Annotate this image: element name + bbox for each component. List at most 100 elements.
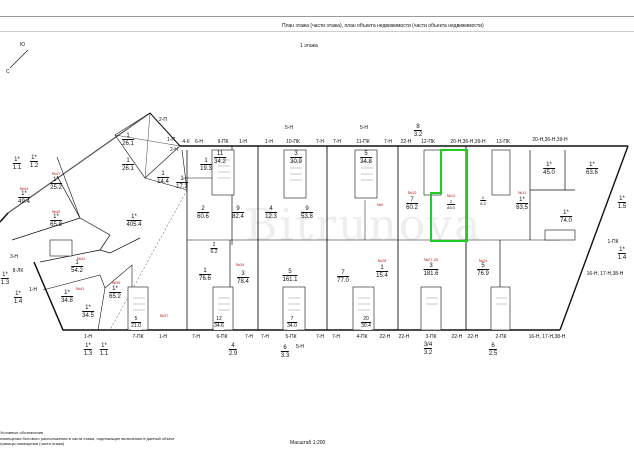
wall-label: 10-ПК: [286, 139, 300, 145]
wall-label: 6-ПК: [216, 334, 228, 340]
room-label: 1*74.0: [560, 210, 572, 225]
wall-label: 22-Н: [398, 334, 410, 340]
room-label: 1*49.4: [18, 191, 30, 206]
header-rule: [0, 16, 634, 17]
wall-label: 22-Н: [467, 334, 479, 340]
legend-title: Условные обозначения: [0, 430, 44, 435]
wall-label: 5-Н: [295, 344, 305, 350]
room-tag: №39: [111, 280, 121, 285]
sheet-title: План этажа (части этажа), план объекта н…: [282, 23, 484, 29]
floor-label: 1 этажа: [300, 43, 318, 49]
wall-label: 7-Н: [315, 334, 325, 340]
wall-label: 1-ПК: [607, 239, 619, 245]
wall-label: 3-Н: [9, 254, 19, 260]
wall-label: 20-Н,36-Н,39-Н: [450, 139, 486, 145]
room-label: 1*34.8: [61, 290, 73, 305]
wall-label: 2-Н: [169, 147, 179, 153]
room-label: 1*1.1: [99, 343, 109, 358]
wall-label: 8-ЛК: [12, 268, 24, 274]
room-label: 1*65.8: [50, 214, 62, 229]
wall-label: 22-Н: [451, 334, 463, 340]
room-tag: №42: [76, 256, 86, 261]
room-label: 1*83.5: [516, 197, 528, 212]
wall-label: 7-ПК: [132, 334, 144, 340]
watermark: Bitrunova: [245, 200, 483, 251]
wall-label: 1-Н: [83, 334, 93, 340]
room-label: 1*405.4: [126, 214, 142, 229]
room-label: 1*1.4: [13, 291, 23, 306]
wall-label: 7-Н: [383, 139, 393, 145]
room-tag: №41: [75, 286, 85, 291]
wall-label: 4-ПК: [356, 334, 368, 340]
wall-label: 7-Н: [332, 139, 342, 145]
wall-label: 1-Н: [238, 139, 248, 145]
legend-line: помещения бытового расположения в части …: [0, 436, 175, 441]
room-tag: №9: [376, 202, 384, 207]
room-tag: №11: [517, 190, 527, 195]
stair-treads: [133, 159, 507, 311]
wall-label: 9-ПК: [217, 139, 229, 145]
wall-label: 1-Н: [264, 139, 274, 145]
wall-label: 4-II: [182, 139, 190, 145]
legend-line: границы помещения (части этажа): [0, 441, 65, 446]
wall-label: 11-ПК: [356, 139, 370, 145]
room-tag: №27-25: [423, 257, 439, 262]
room-tag: №12: [446, 193, 456, 198]
room-tag: №28: [377, 258, 387, 263]
room-label: 1*25.2: [50, 177, 62, 192]
room-label: 1*1.3: [83, 343, 93, 358]
wall-label: 7-Н: [331, 334, 341, 340]
highlighted-room: [430, 149, 468, 242]
wall-label: 20-Н,36-Н,39-Н: [532, 137, 568, 143]
room-label: 1*63.6: [586, 162, 598, 177]
wall-label: 1-Н: [158, 334, 168, 340]
wall-label: 3-ПК: [425, 334, 437, 340]
wall-label: 16-Н, 17-Н,38-Н: [528, 334, 566, 340]
compass-needle: [9, 49, 29, 69]
wall-label: 7-Н: [191, 334, 201, 340]
room-tag: №45: [51, 209, 61, 214]
wall-label: 5-Н: [284, 125, 294, 131]
room-label: 1*1.5: [617, 196, 627, 211]
room-tag: №44: [19, 186, 29, 191]
room-tag: №37: [159, 313, 169, 318]
wall-label: 7-Н: [244, 334, 254, 340]
scale-label: Масштаб 1:200: [290, 440, 326, 446]
header-rule-2: [0, 31, 634, 32]
room-tag: №24: [478, 258, 488, 263]
wall-label: 5-Н: [359, 125, 369, 131]
room-label: 1*1.2: [29, 155, 39, 170]
wall-label: 5-ПК: [285, 334, 297, 340]
wall-label: 22-Н: [379, 334, 391, 340]
wall-label: 1-П: [166, 137, 176, 143]
